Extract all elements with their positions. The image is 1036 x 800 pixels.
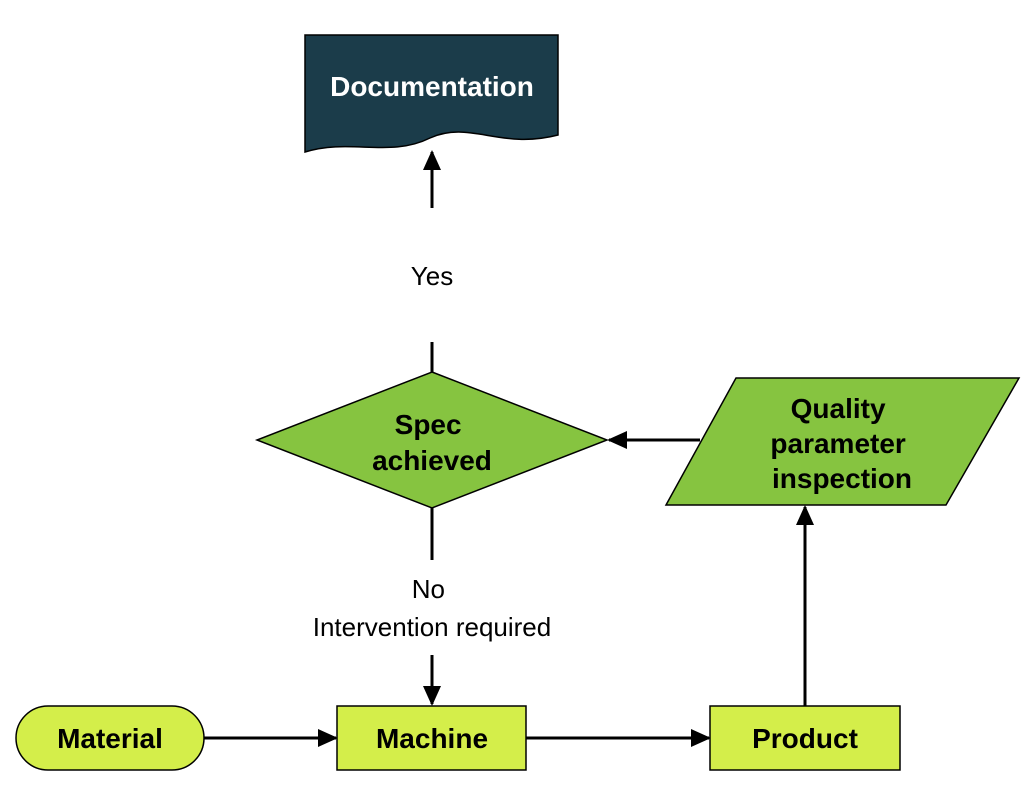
edge-no-label-line-2: Intervention required — [313, 612, 551, 642]
spec-achieved-node: Spec achieved — [254, 371, 610, 509]
documentation-label: Documentation — [330, 71, 534, 102]
spec-label-line-2: achieved — [372, 445, 492, 476]
edge-spec-to-machine: No Intervention required — [313, 508, 551, 706]
edge-no-label: No Intervention required — [313, 574, 551, 642]
documentation-node: Documentation — [304, 34, 559, 154]
product-node: Product — [709, 705, 901, 771]
quality-label-line-2: parameter — [770, 428, 906, 459]
spec-achieved-shape — [254, 371, 610, 509]
documentation-shape — [304, 34, 559, 154]
edge-spec-to-documentation: Yes — [411, 150, 453, 372]
quality-inspection-label: Quality parameter inspection — [770, 393, 913, 494]
quality-label-line-3: inspection — [772, 463, 912, 494]
product-shape — [709, 705, 901, 771]
spec-achieved-label: Spec achieved — [372, 409, 492, 476]
quality-inspection-node: Quality parameter inspection — [664, 377, 1021, 506]
edge-no-label-line-1: No — [412, 574, 445, 604]
quality-inspection-shape — [664, 377, 1021, 506]
product-label: Product — [752, 723, 858, 754]
edge-yes-label: Yes — [411, 261, 453, 291]
quality-label-line-1: Quality — [791, 393, 886, 424]
material-label: Material — [57, 723, 163, 754]
machine-shape — [336, 705, 527, 771]
material-node: Material — [15, 705, 205, 771]
machine-node: Machine — [336, 705, 527, 771]
machine-label: Machine — [376, 723, 488, 754]
spec-label-line-1: Spec — [395, 409, 462, 440]
